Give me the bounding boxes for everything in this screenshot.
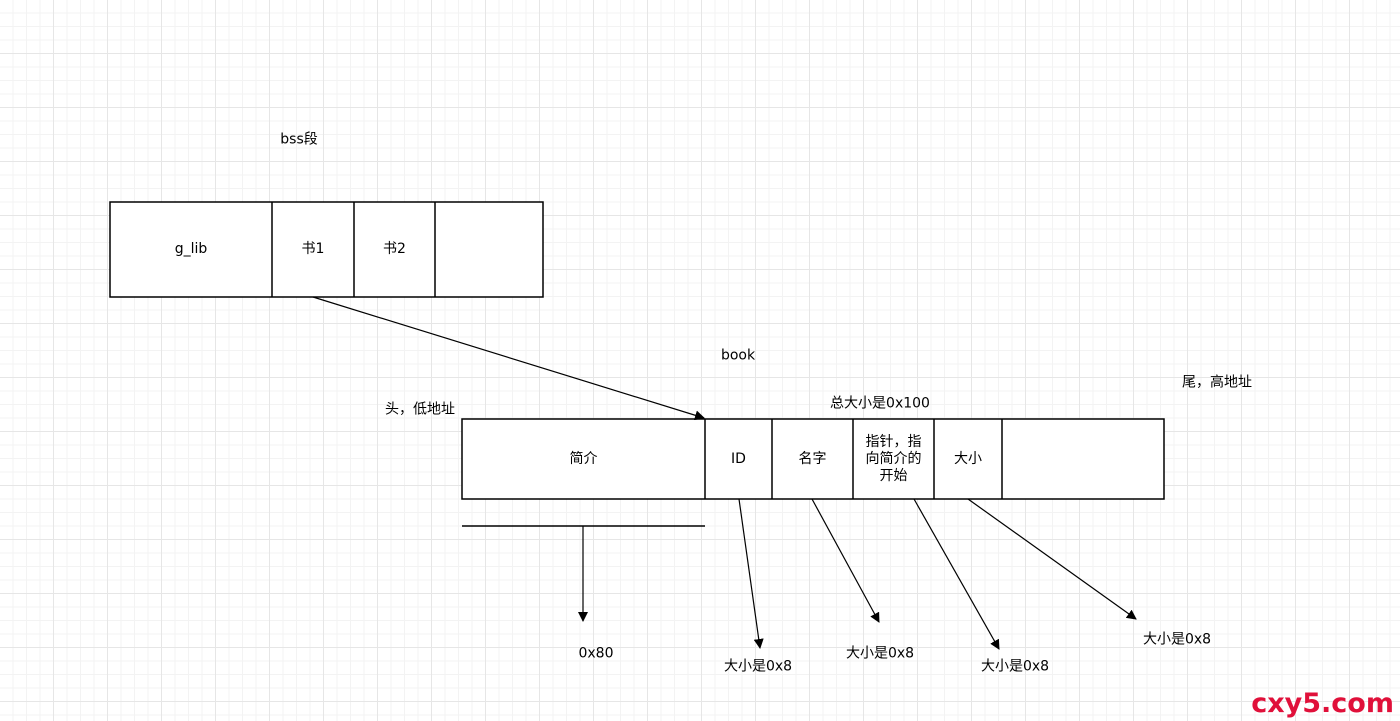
pointer-size-label: 大小是0x8 <box>980 658 1050 675</box>
bss-cell-empty[interactable] <box>435 202 543 297</box>
name-size-label: 大小是0x8 <box>845 645 915 662</box>
bss-box[interactable] <box>109 201 544 298</box>
id-size-label: 大小是0x8 <box>723 658 793 675</box>
book-total-size: 总大小是0x100 <box>830 395 930 412</box>
bss-cell-book2[interactable]: 书2 <box>383 241 406 257</box>
book-cell-intro[interactable]: 简介 <box>569 450 598 467</box>
book-box[interactable] <box>461 418 1165 500</box>
id-size-arrow[interactable] <box>738 498 764 649</box>
watermark-logo: cxy5.com <box>1251 688 1394 719</box>
book-cell-empty[interactable] <box>1002 419 1164 499</box>
book-cell-name[interactable]: 名字 <box>798 450 827 467</box>
intro-size-label: 0x80 <box>578 645 614 662</box>
pointer-size-arrow[interactable] <box>913 498 1000 650</box>
size-size-label: 大小是0x8 <box>1142 631 1212 648</box>
pointer-arrow-book1-to-book[interactable] <box>312 296 705 421</box>
size-size-arrow[interactable] <box>967 498 1137 620</box>
name-size-arrow[interactable] <box>811 498 880 623</box>
bss-cell-book1[interactable]: 书1 <box>301 241 325 257</box>
book-tail-label: 尾，高地址 <box>1182 374 1252 391</box>
book-cell-size[interactable]: 大小 <box>954 450 982 467</box>
bss-section-title: bss段 <box>280 131 318 148</box>
book-cell-pointer[interactable]: 指针，指向简介的开始 <box>865 433 922 484</box>
book-head-label: 头，低地址 <box>385 401 455 418</box>
bss-cell-g-lib[interactable]: g_lib <box>174 241 208 257</box>
book-cell-id[interactable]: ID <box>731 450 746 467</box>
book-label: book <box>720 347 756 364</box>
